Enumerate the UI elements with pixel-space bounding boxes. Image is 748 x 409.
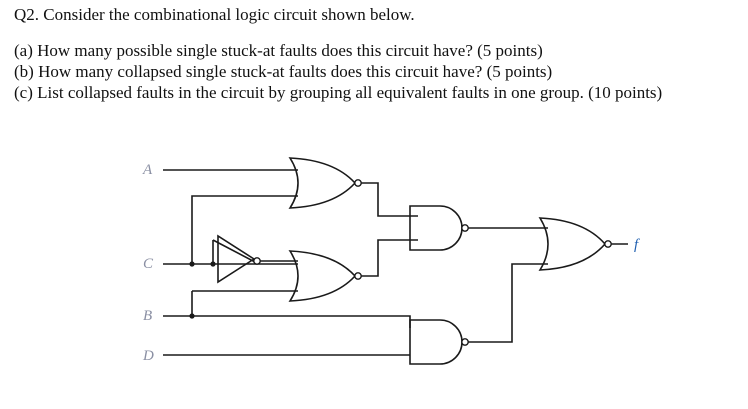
gate-g5 [538,217,607,271]
input-label-a: A [142,162,153,178]
junction-c1 [189,261,195,267]
wire-g1-out [361,182,418,217]
junction-c2 [210,261,216,267]
input-label-d: D [142,348,154,364]
wire-b [163,315,411,328]
wire-g2-out [361,239,418,277]
gate-g2-bubble [354,272,362,280]
question-text: Q2. Consider the combinational logic cir… [14,4,739,103]
question-part-c: (c) List collapsed faults in the circuit… [14,83,663,102]
gate-g3 [409,205,463,251]
gate-g1 [288,157,357,209]
inverter-input-wire [212,239,256,263]
gate-g4 [409,319,463,365]
gate-g1-bubble [354,179,362,187]
wire-g4-out [468,263,548,343]
gate-g5-bubble [604,240,612,248]
gate-g3-bubble [461,224,469,232]
output-label-f: f [634,237,640,253]
gate-g4-bubble [461,338,469,346]
wire-c-to-g1 [191,195,298,264]
gate-g2 [288,250,357,302]
question-part-a: (a) How many possible single stuck-at fa… [14,41,543,60]
question-title: Q2. Consider the combinational logic cir… [14,5,415,24]
inverter-gate [217,234,256,284]
input-label-b: B [143,308,152,324]
question-part-b: (b) How many collapsed single stuck-at f… [14,62,553,81]
inverter-bubble [253,257,261,265]
input-label-c: C [143,256,154,272]
junction-b [189,313,195,319]
